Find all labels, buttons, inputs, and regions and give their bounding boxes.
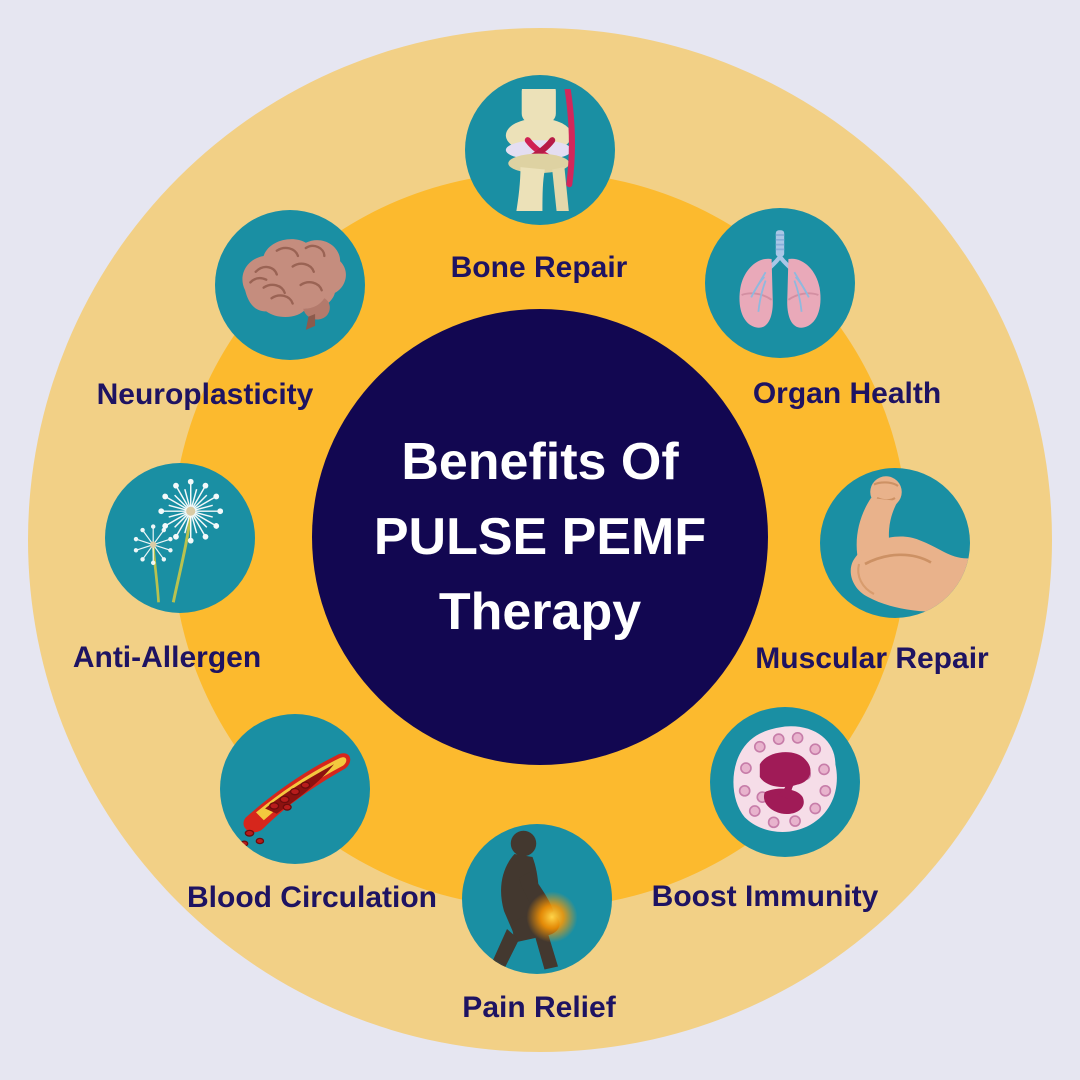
benefit-item-organ-health: [705, 208, 855, 358]
benefit-item-bone-repair: [465, 75, 615, 225]
benefit-item-anti-allergen: [105, 463, 255, 613]
dandelion-icon: [113, 471, 247, 605]
bone-repair-label: Bone Repair: [450, 251, 628, 284]
lungs-icon: [720, 223, 840, 343]
title-line-1: Benefits Of: [401, 432, 679, 491]
benefit-item-boost-immunity: [710, 707, 860, 857]
benefit-item-neuroplasticity: [215, 210, 365, 360]
pain-relief-label: Pain Relief: [462, 991, 616, 1024]
knee-pain-figure-icon: [462, 824, 612, 974]
organ-health-label: Organ Health: [752, 377, 942, 410]
blood-vessel-icon: [230, 724, 360, 854]
bicep-arm-icon: [820, 468, 970, 618]
boost-immunity-label: Boost Immunity: [651, 880, 879, 913]
title-line-2: PULSE PEMF: [373, 507, 707, 566]
blood-circulation-label: Blood Circulation: [187, 881, 437, 914]
anti-allergen-label: Anti-Allergen: [72, 641, 262, 674]
benefit-item-pain-relief: [462, 824, 612, 974]
center-circle: Benefits Of PULSE PEMF Therapy: [312, 309, 768, 765]
title-line-3: Therapy: [438, 582, 642, 641]
muscular-repair-label: Muscular Repair: [755, 642, 989, 675]
white-blood-cell-icon: [722, 719, 848, 845]
benefit-item-muscular-repair: [820, 468, 970, 618]
knee-joint-icon: [479, 89, 601, 211]
benefit-item-blood-circulation: [220, 714, 370, 864]
neuroplasticity-label: Neuroplasticity: [96, 378, 314, 411]
brain-icon: [224, 219, 356, 351]
